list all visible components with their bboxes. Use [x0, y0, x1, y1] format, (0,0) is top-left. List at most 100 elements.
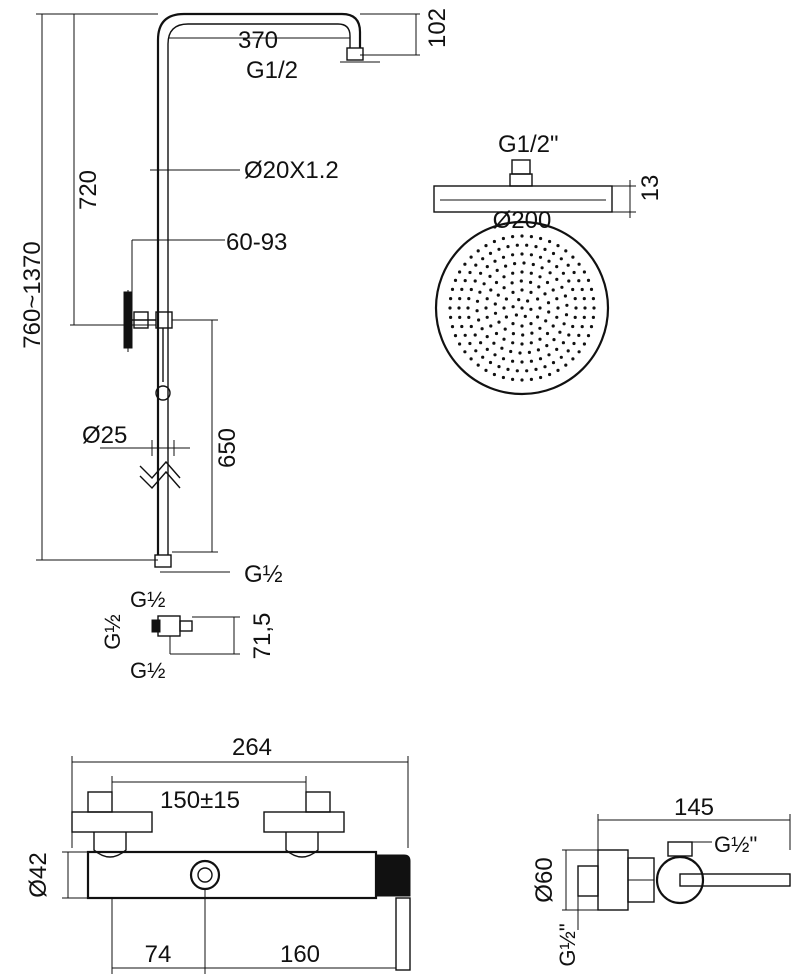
nozzle — [468, 270, 472, 275]
nozzle — [520, 306, 524, 310]
nozzle — [515, 243, 519, 247]
wall-fitting — [577, 865, 599, 897]
label-outlet-thread-top: G½ — [130, 587, 165, 612]
mixer-side-view — [562, 814, 791, 930]
nozzle — [484, 244, 488, 248]
nozzle — [529, 322, 533, 326]
nozzle — [510, 253, 515, 257]
riser-pipe — [156, 12, 362, 555]
nozzle — [577, 333, 581, 337]
label-mixer-left-offset: 74 — [145, 941, 172, 968]
nozzle — [511, 271, 515, 275]
nozzle — [543, 292, 547, 296]
nozzle — [502, 337, 506, 341]
nozzle — [534, 367, 538, 371]
nozzle — [495, 268, 499, 272]
label-side-depth: 145 — [674, 794, 714, 821]
thermostat-knob — [375, 854, 411, 897]
nozzle — [484, 306, 488, 310]
nozzle — [520, 288, 524, 292]
nozzle — [525, 243, 529, 247]
nozzle — [561, 341, 566, 345]
nozzle — [571, 324, 575, 329]
nozzle — [489, 324, 493, 328]
nozzle — [450, 287, 455, 291]
nozzle — [559, 355, 563, 359]
nozzle — [476, 249, 480, 253]
nozzle — [500, 346, 504, 350]
nozzle — [572, 341, 576, 346]
nozzle — [480, 327, 484, 331]
nozzle — [566, 349, 570, 353]
nozzle — [555, 315, 559, 319]
nozzle — [493, 353, 497, 357]
outlet-body — [157, 615, 181, 637]
nozzle — [474, 349, 478, 353]
nozzle — [586, 334, 591, 338]
label-pipe-diameter: Ø20X1.2 — [244, 157, 339, 184]
nozzle — [477, 318, 481, 322]
nozzle — [548, 372, 552, 377]
nozzle — [511, 332, 515, 336]
nozzle — [501, 255, 506, 259]
nozzle — [479, 271, 483, 275]
nozzle — [544, 319, 548, 323]
nozzle — [463, 350, 467, 354]
nozzle — [502, 275, 506, 279]
nozzle — [571, 255, 575, 259]
nozzle — [449, 315, 453, 319]
nozzle — [591, 315, 596, 319]
nozzle — [467, 315, 471, 319]
nozzle — [463, 333, 467, 337]
nozzle — [504, 315, 508, 319]
nozzle — [573, 297, 577, 301]
nozzle — [517, 298, 521, 302]
nozzle — [530, 331, 534, 335]
nozzle — [555, 277, 559, 281]
nozzle — [589, 325, 594, 329]
nozzle — [458, 342, 462, 346]
nozzle — [582, 270, 587, 274]
nozzle — [566, 263, 570, 267]
arm-outlet — [346, 47, 364, 61]
nozzle — [458, 315, 462, 319]
nozzle — [493, 302, 497, 306]
nozzle — [540, 266, 544, 270]
nozzle — [520, 342, 524, 346]
nozzle — [529, 235, 534, 239]
nozzle — [555, 297, 559, 301]
nozzle — [511, 322, 515, 326]
nozzle — [545, 280, 550, 285]
nozzle — [502, 286, 506, 290]
nozzle — [481, 257, 485, 261]
left-nut — [71, 811, 153, 833]
nozzle — [453, 278, 458, 282]
shower-column-view — [123, 12, 364, 568]
nozzle — [551, 251, 556, 256]
label-mixer-right-offset: 160 — [280, 941, 320, 968]
nozzle — [548, 271, 552, 275]
nozzle — [572, 270, 576, 275]
nozzle — [537, 285, 541, 289]
nozzle — [458, 270, 462, 274]
head-profile — [433, 185, 613, 213]
nozzle — [481, 355, 485, 359]
label-mixer-width: 264 — [232, 734, 272, 761]
right-nut — [263, 811, 345, 833]
nozzle — [582, 315, 586, 319]
nozzle — [534, 245, 538, 249]
label-outlet-thread-bottom: G½ — [130, 658, 165, 683]
nozzle — [551, 361, 556, 365]
nozzle — [518, 351, 522, 355]
nozzle — [510, 377, 515, 381]
nozzle — [475, 309, 479, 313]
label-overall-height: 760~1370 — [19, 241, 46, 348]
nozzle — [494, 331, 499, 336]
label-arm-length: 370 — [238, 27, 278, 54]
nozzle — [565, 303, 569, 307]
nozzle — [538, 306, 542, 310]
nozzle — [556, 368, 560, 372]
nozzle — [539, 236, 543, 241]
nozzle — [556, 306, 560, 310]
nozzle — [473, 279, 477, 283]
